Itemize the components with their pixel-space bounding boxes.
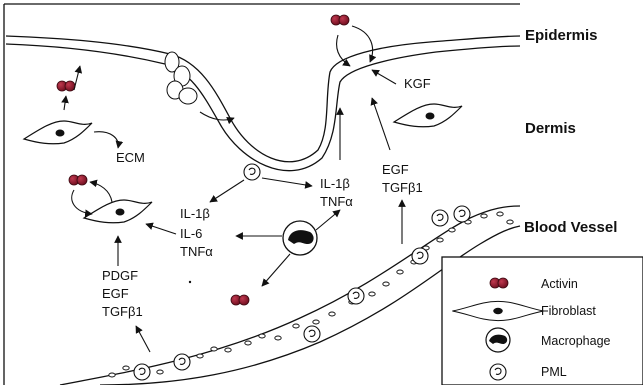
- egf-right-label: EGF: [382, 162, 409, 177]
- egf-bottom-label: EGF: [102, 286, 129, 301]
- keratinocyte-cluster: [165, 52, 197, 104]
- activin-icon: [490, 278, 508, 288]
- legend-fibroblast-label: Fibroblast: [541, 304, 596, 318]
- macrophage-icon: [283, 221, 317, 255]
- dermis-label: Dermis: [525, 120, 576, 137]
- epidermis-label: Epidermis: [525, 27, 598, 44]
- il1b-left-label: IL-1β: [180, 206, 210, 221]
- legend-macrophage-label: Macrophage: [541, 334, 611, 348]
- activin-icon: [331, 15, 349, 25]
- legend: Activin Fibroblast Macrophage PML: [442, 257, 643, 385]
- ecm-label: ECM: [116, 150, 145, 165]
- legend-activin-label: Activin: [541, 277, 578, 291]
- tnfa-top-label: TNFα: [320, 194, 353, 209]
- pml-icon: [244, 164, 260, 180]
- epidermis-layer: [6, 36, 520, 171]
- macrophage-icon: [486, 328, 510, 352]
- tnfa-left-label: TNFα: [180, 244, 213, 259]
- pml-icon: [490, 364, 506, 380]
- fibroblast-icon: [84, 200, 152, 223]
- activin-icon: [57, 81, 75, 91]
- activin-icon: [231, 295, 249, 305]
- legend-pml-label: PML: [541, 365, 567, 379]
- activin-icon: [69, 175, 87, 185]
- stray-dot: [189, 281, 191, 283]
- blood-vessel-label: Blood Vessel: [524, 219, 617, 236]
- il6-left-label: IL-6: [180, 226, 202, 241]
- tgfb1-bottom-label: TGFβ1: [102, 304, 143, 319]
- kgf-label: KGF: [404, 76, 431, 91]
- fibroblast-icon: [24, 121, 92, 144]
- pdgf-label: PDGF: [102, 268, 138, 283]
- il1b-top-label: IL-1β: [320, 176, 350, 191]
- tgfb1-right-label: TGFβ1: [382, 180, 423, 195]
- fibroblast-icon: [394, 104, 462, 127]
